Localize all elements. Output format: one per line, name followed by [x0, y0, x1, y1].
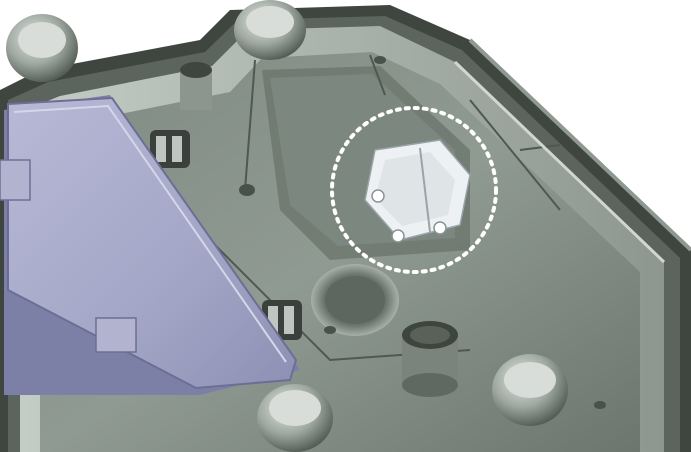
knob-top-left [6, 14, 78, 82]
cable-gland-knobs [6, 0, 568, 452]
callout-highlight-circle [330, 106, 498, 274]
enclosure-lid [0, 95, 300, 395]
tube-port-top [180, 62, 212, 110]
housing-rim-highlight [453, 38, 691, 264]
knob-bottom-center [257, 384, 333, 452]
cable-clamp [364, 139, 471, 243]
cylindrical-port [402, 321, 458, 397]
knob-bottom-right [492, 354, 568, 426]
knob-top-center [234, 0, 306, 60]
floor-cable-hole [311, 264, 399, 336]
